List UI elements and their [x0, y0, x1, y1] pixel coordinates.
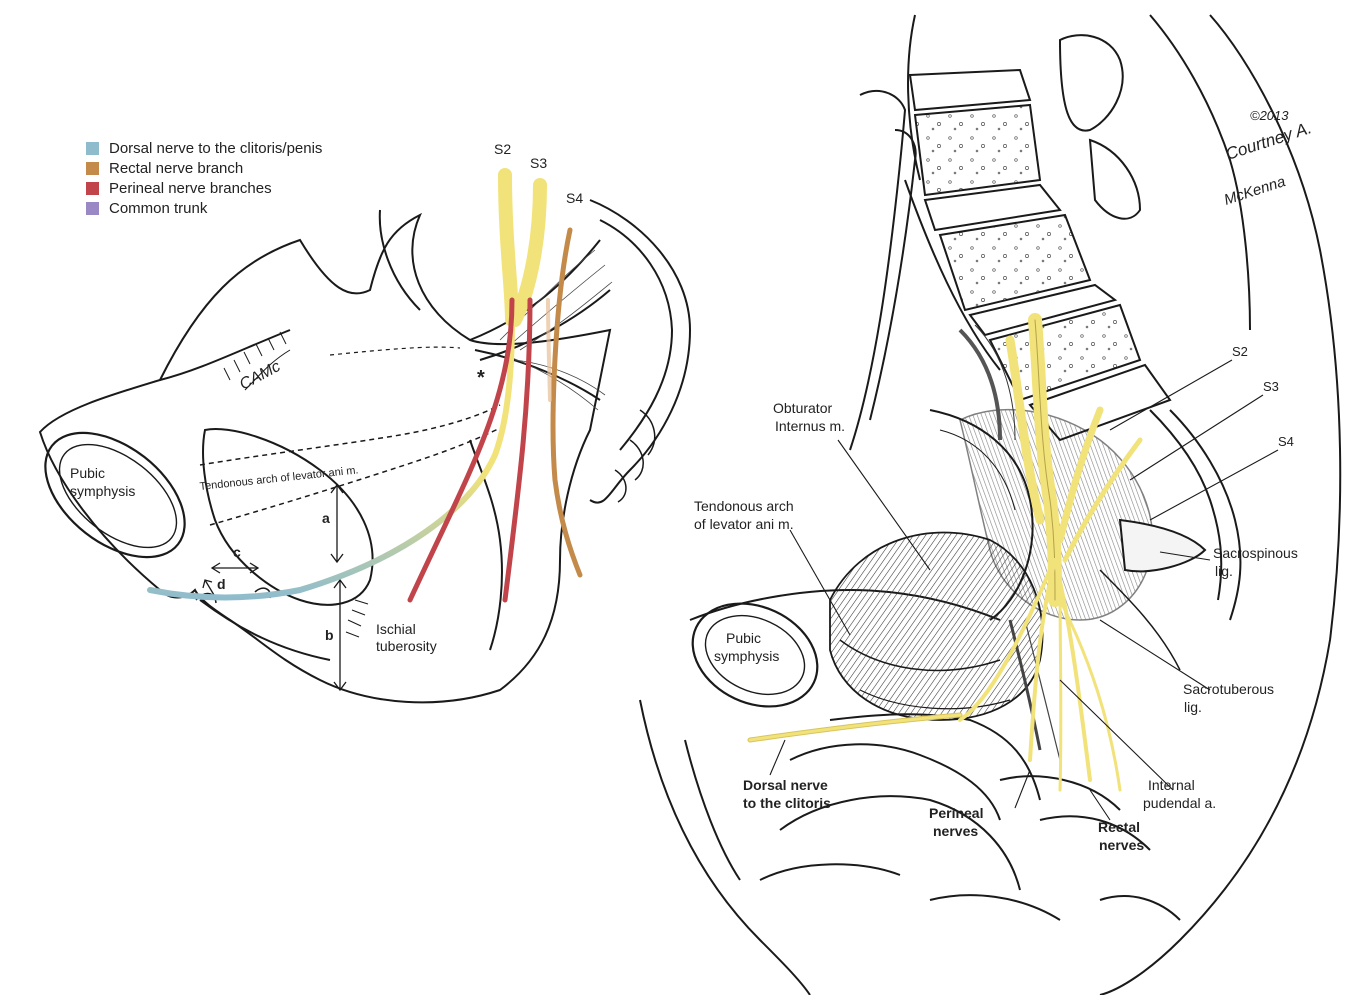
label-d: d — [217, 576, 226, 592]
legend-item-dorsal: Dorsal nerve to the clitoris/penis — [86, 138, 322, 158]
label-perineal-2: nerves — [933, 823, 978, 839]
label-s4-right: S4 — [1278, 434, 1294, 449]
label-asterisk: * — [477, 367, 485, 389]
right-nerves — [747, 313, 1143, 792]
legend-item-common-trunk: Common trunk — [86, 198, 322, 218]
legend-swatch-common-trunk — [86, 201, 99, 215]
label-b: b — [325, 627, 334, 643]
label-perineal-1: Perineal — [929, 805, 983, 821]
label-copyright-name: Courtney A. — [1223, 118, 1314, 164]
legend-item-perineal: Perineal nerve branches — [86, 178, 322, 198]
label-copyright-surname: McKenna — [1222, 173, 1288, 209]
label-pubic-symphysis-left-2: symphysis — [70, 483, 135, 499]
legend-swatch-rectal — [86, 161, 99, 175]
label-obturator-2: Internus m. — [775, 418, 845, 434]
label-tendonous-right-2: of levator ani m. — [694, 516, 794, 532]
label-sacrospinous-1: Sacrospinous — [1213, 545, 1298, 561]
label-copyright-year: ©2013 — [1250, 108, 1289, 123]
left-nerves — [147, 168, 583, 603]
label-rectal-1: Rectal — [1098, 819, 1140, 835]
left-pelvis-drawing — [38, 199, 692, 704]
label-signature-left: CAMc — [237, 358, 283, 393]
label-pubic-right-1: Pubic — [726, 630, 761, 646]
label-internal-2: pudendal a. — [1143, 795, 1216, 811]
label-pubic-symphysis-left-1: Pubic — [70, 465, 105, 481]
legend-swatch-perineal — [86, 181, 99, 195]
label-s2-left: S2 — [494, 141, 511, 157]
legend-item-rectal: Rectal nerve branch — [86, 158, 322, 178]
right-leader-lines — [769, 359, 1279, 821]
legend-label-common-trunk: Common trunk — [109, 199, 208, 217]
right-labels: Obturator Internus m. Tendonous arch of … — [694, 108, 1314, 853]
label-s3-right: S3 — [1263, 379, 1279, 394]
label-sacrospinous-2: lig. — [1215, 563, 1233, 579]
label-dorsal-1: Dorsal nerve — [743, 777, 828, 793]
label-c: c — [233, 544, 241, 560]
label-tendonous-right-1: Tendonous arch — [694, 498, 794, 514]
label-internal-1: Internal — [1148, 777, 1195, 793]
legend-label-dorsal: Dorsal nerve to the clitoris/penis — [109, 139, 323, 157]
label-sacrotuberous-2: lig. — [1184, 699, 1202, 715]
label-s2-right: S2 — [1232, 344, 1248, 359]
label-s4-left: S4 — [566, 190, 583, 206]
label-obturator-1: Obturator — [773, 400, 832, 416]
legend-label-perineal: Perineal nerve branches — [109, 179, 272, 197]
label-ischial-2: tuberosity — [376, 638, 437, 654]
label-pubic-right-2: symphysis — [714, 648, 779, 664]
label-ischial-1: Ischial — [376, 621, 416, 637]
label-s3-left: S3 — [530, 155, 547, 171]
legend-swatch-dorsal — [86, 141, 99, 155]
label-a: a — [322, 510, 330, 526]
label-rectal-2: nerves — [1099, 837, 1144, 853]
legend-label-rectal: Rectal nerve branch — [109, 159, 244, 177]
label-dorsal-2: to the clitoris — [743, 795, 831, 811]
legend: Dorsal nerve to the clitoris/penis Recta… — [86, 138, 322, 218]
label-sacrotuberous-1: Sacrotuberous — [1183, 681, 1274, 697]
